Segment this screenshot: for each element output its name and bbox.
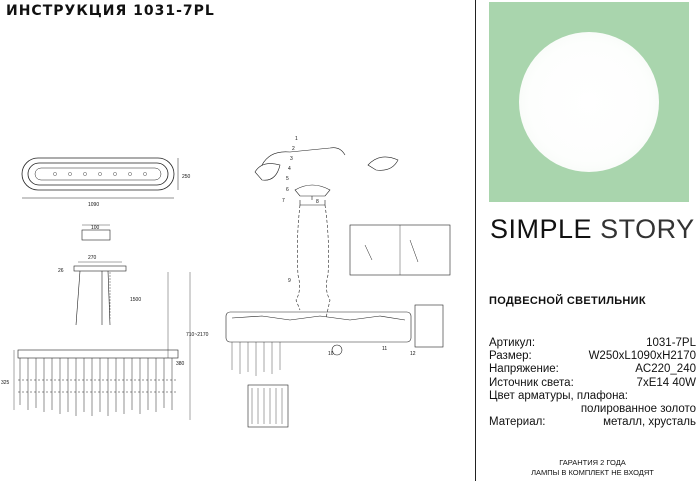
dim-shade-height: 325 — [1, 380, 10, 386]
spec-value: 1031-7PL — [646, 337, 696, 349]
fitting-label: Цвет арматуры, плафона: — [489, 389, 629, 402]
material-value: металл, хрусталь — [603, 416, 696, 429]
spec-value: 7xE14 40W — [636, 376, 696, 389]
step-label: 1 — [295, 136, 298, 142]
front-view — [13, 261, 191, 420]
dim-canopy-small: 100 — [91, 225, 100, 231]
logo-circle — [519, 32, 659, 172]
step-label: 12 — [410, 351, 416, 357]
step-labels: 1 2 3 4 5 6 7 8 9 10 11 12 — [282, 136, 416, 357]
spec-value: AC220_240 — [635, 363, 696, 376]
spec-table: Артикул: 1031-7PL Размер: W250xL1090xH21… — [489, 337, 696, 429]
step-label: 4 — [288, 166, 291, 172]
spec-row: Напряжение: AC220_240 — [489, 363, 696, 376]
step-label: 11 — [382, 346, 387, 352]
warranty-footer: ГАРАНТИЯ 2 ГОДА ЛАМПЫ В КОМПЛЕКТ НЕ ВХОД… — [489, 458, 696, 478]
step-label: 2 — [292, 146, 295, 152]
spec-value: W250xL1090xH2170 — [588, 350, 696, 363]
dim-body-height: 380 — [176, 361, 185, 367]
step-label: 10 — [328, 351, 334, 357]
assembly-view — [225, 147, 451, 428]
warranty-line: ГАРАНТИЯ 2 ГОДА — [559, 458, 626, 467]
panel-divider — [475, 0, 476, 481]
dim-total-height: 710~2170 — [186, 332, 209, 338]
spec-row: полированное золото — [489, 403, 696, 416]
dim-canopy: 270 — [88, 255, 97, 261]
lamps-note: ЛАМПЫ В КОМПЛЕКТ НЕ ВХОДЯТ — [531, 468, 654, 477]
brand-logo — [489, 2, 689, 202]
dim-side-small: 26 — [58, 268, 64, 274]
dim-chain: 1500 — [130, 297, 141, 303]
spec-label: Артикул: — [489, 337, 536, 349]
brand-name: SIMPLE STORY — [490, 214, 695, 245]
technical-drawing: 1090 250 100 270 26 1500 710~2170 380 32… — [1, 136, 451, 428]
spec-row: Материал: металл, хрусталь — [489, 416, 696, 429]
product-type: ПОДВЕСНОЙ СВЕТИЛЬНИК — [489, 295, 646, 307]
spec-label: Размер: — [489, 350, 532, 363]
spec-row: Артикул: 1031-7PL — [489, 337, 696, 350]
dim-top-length: 1090 — [88, 202, 99, 208]
fitting-value: полированное золото — [580, 403, 696, 416]
step-label: 7 — [282, 198, 285, 204]
step-label: 9 — [288, 278, 291, 284]
spec-row: Размер: W250xL1090xH2170 — [489, 350, 696, 363]
step-label: 6 — [286, 187, 289, 193]
step-label: 3 — [290, 156, 293, 162]
spec-label: Источник света: — [489, 376, 574, 389]
brand-word-1: SIMPLE — [490, 214, 593, 244]
material-label: Материал: — [489, 416, 546, 429]
brand-word-2: STORY — [600, 214, 695, 244]
step-label: 5 — [286, 176, 289, 182]
dim-top-width: 250 — [182, 174, 191, 180]
canopy-view — [81, 224, 111, 241]
step-label: 8 — [316, 199, 319, 205]
spec-label: Напряжение: — [489, 363, 559, 376]
page-title: ИНСТРУКЦИЯ 1031-7PL — [6, 3, 215, 19]
spec-row: Цвет арматуры, плафона: — [489, 390, 696, 403]
spec-row: Источник света: 7xE14 40W — [489, 377, 696, 390]
top-view — [21, 157, 179, 199]
